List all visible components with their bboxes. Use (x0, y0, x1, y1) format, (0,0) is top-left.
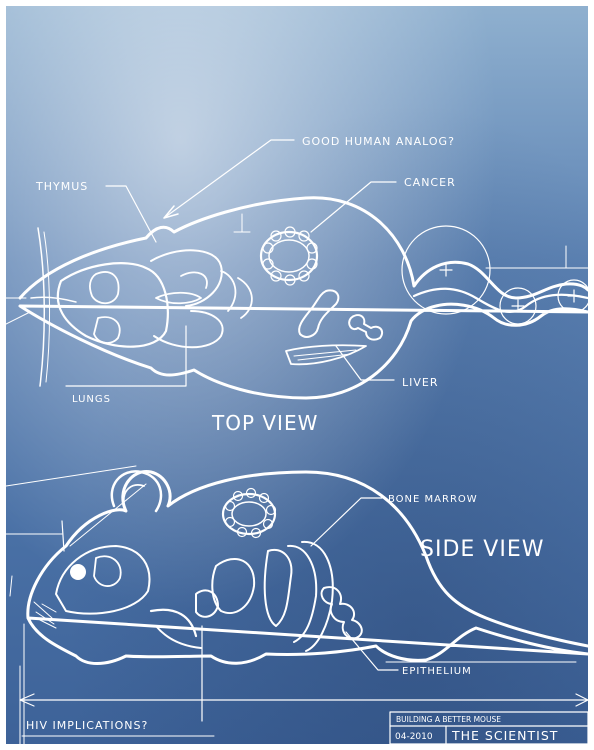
top-view-mouse (6, 198, 588, 398)
label-good-human-analog: GOOD HUMAN ANALOG? (302, 135, 455, 148)
title-block-publication: THE SCIENTIST (451, 728, 558, 743)
label-cancer: CANCER (404, 176, 456, 189)
mouse-eye (70, 564, 86, 580)
label-top-view: TOP VIEW (211, 411, 318, 435)
cancer-cells-top (261, 227, 317, 285)
title-block: BUILDING A BETTER MOUSE 04-2010 THE SCIE… (390, 712, 588, 744)
label-liver: LIVER (402, 376, 439, 389)
label-epithelium: EPITHELIUM (402, 666, 472, 677)
blueprint-illustration: GOOD HUMAN ANALOG? THYMUS CANCER LUNGS L… (6, 6, 588, 744)
label-side-view: SIDE VIEW (420, 537, 544, 562)
label-hiv-implications: HIV IMPLICATIONS? (26, 719, 148, 732)
blueprint-drawing: GOOD HUMAN ANALOG? THYMUS CANCER LUNGS L… (6, 6, 588, 744)
title-block-project: BUILDING A BETTER MOUSE (396, 715, 501, 724)
label-lungs: LUNGS (72, 394, 111, 405)
label-bone-marrow: BONE MARROW (388, 494, 478, 505)
label-thymus: THYMUS (35, 180, 88, 193)
title-block-date: 04-2010 (395, 732, 433, 742)
side-view-mouse (6, 466, 588, 744)
cancer-cells-side (223, 489, 276, 538)
